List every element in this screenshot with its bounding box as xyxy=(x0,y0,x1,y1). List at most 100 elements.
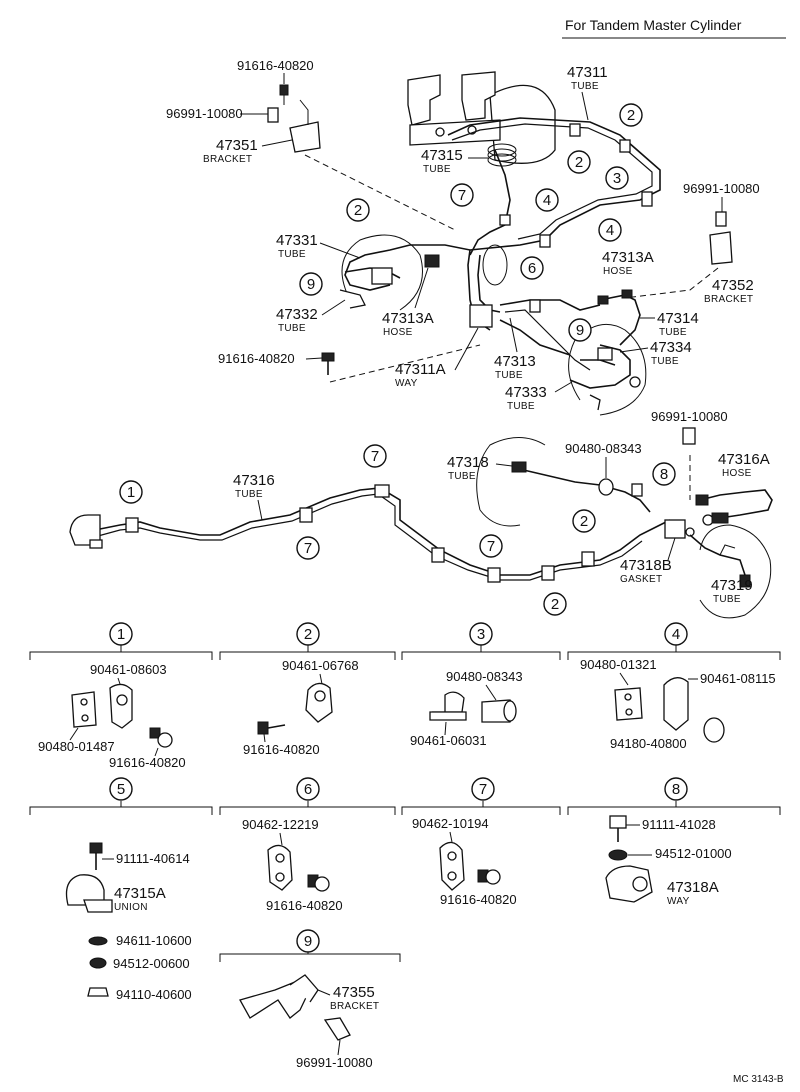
label-47334: 47334 xyxy=(650,339,692,356)
detail-brackets-row1 xyxy=(29,645,781,660)
svg-text:2: 2 xyxy=(627,107,635,124)
corner-code: MC 3143-B xyxy=(733,1074,784,1085)
label-47313a-right-sub: HOSE xyxy=(603,266,633,277)
label-47318b: 47318B xyxy=(620,557,672,574)
svg-text:90462-10194: 90462-10194 xyxy=(412,816,489,831)
svg-text:47315A: 47315A xyxy=(114,885,166,902)
group-circle-6: 6 xyxy=(296,777,320,801)
label-47313-sub: TUBE xyxy=(495,370,523,381)
label-47332-sub: TUBE xyxy=(278,323,306,334)
label-47352: 47352 xyxy=(712,277,754,294)
svg-text:90480-01487: 90480-01487 xyxy=(38,739,115,754)
svg-text:9: 9 xyxy=(307,276,315,293)
detail-group-3: 90480-08343 90461-06031 xyxy=(410,669,523,748)
label-47351-sub: BRACKET xyxy=(203,154,252,165)
right-bracket-47352 xyxy=(709,211,733,265)
label-47311: 47311 xyxy=(567,64,608,81)
leader-dashed-3 xyxy=(624,267,719,299)
svg-text:91616-40820: 91616-40820 xyxy=(109,755,186,770)
label-91616-mid: 91616-40820 xyxy=(218,351,295,366)
svg-text:91111-40614: 91111-40614 xyxy=(116,851,190,866)
label-47318b-sub: GASKET xyxy=(620,574,662,585)
ref-circle-3: 3 xyxy=(605,166,629,190)
label-47311a: 47311A xyxy=(395,361,446,378)
svg-text:8: 8 xyxy=(672,781,680,798)
label-47315: 47315 xyxy=(421,147,463,164)
right-front-wheel-detail xyxy=(568,323,647,416)
ref-circle-4: 4 xyxy=(598,218,622,242)
top-bracket-47351 xyxy=(267,84,321,153)
detail-group-6: 90462-12219 91616-40820 xyxy=(242,817,343,913)
label-47311a-sub: WAY xyxy=(395,378,418,389)
svg-text:47318A: 47318A xyxy=(667,879,719,896)
svg-text:47355: 47355 xyxy=(333,984,375,1001)
ref-circle-2: 2 xyxy=(543,592,567,616)
svg-text:7: 7 xyxy=(371,448,379,465)
ref-circle-2: 2 xyxy=(572,509,596,533)
svg-text:90461-06031: 90461-06031 xyxy=(410,733,487,748)
leader-dashed-1 xyxy=(304,154,456,231)
ref-circle-2: 2 xyxy=(619,103,643,127)
svg-text:7: 7 xyxy=(458,187,466,204)
group-circle-4: 4 xyxy=(664,622,688,646)
label-47316a: 47316A xyxy=(718,451,770,468)
label-91616-top: 91616-40820 xyxy=(237,58,314,73)
label-47316-sub: TUBE xyxy=(235,489,263,500)
svg-text:90461-08115: 90461-08115 xyxy=(700,671,776,686)
svg-text:91616-40820: 91616-40820 xyxy=(440,892,517,907)
detail-brackets-row2 xyxy=(29,801,781,815)
svg-text:91111-41028: 91111-41028 xyxy=(642,817,716,832)
svg-text:90462-12219: 90462-12219 xyxy=(242,817,319,832)
label-47313: 47313 xyxy=(494,353,536,370)
label-47318-sub: TUBE xyxy=(448,471,476,482)
ref-circle-7: 7 xyxy=(296,536,320,560)
svg-text:7: 7 xyxy=(479,781,487,798)
detail-group-4: 90480-01321 90461-08115 94180-40800 xyxy=(580,657,776,751)
svg-text:9: 9 xyxy=(576,322,584,339)
rear-tube-network xyxy=(69,437,773,619)
svg-text:94512-01000: 94512-01000 xyxy=(655,846,732,861)
label-47333: 47333 xyxy=(505,384,547,401)
svg-text:1: 1 xyxy=(127,484,135,501)
label-47318: 47318 xyxy=(447,454,489,471)
svg-text:94110-40600: 94110-40600 xyxy=(116,987,192,1002)
detail-group-2: 90461-06768 91616-40820 xyxy=(243,658,359,757)
detail-group-9: 47355 BRACKET 96991-10080 xyxy=(239,974,379,1070)
label-47313a-right: 47313A xyxy=(602,249,654,266)
svg-text:90480-08343: 90480-08343 xyxy=(446,669,523,684)
svg-text:94611-10600: 94611-10600 xyxy=(116,933,192,948)
ref-circle-6: 6 xyxy=(520,256,544,280)
clip-96991-mid xyxy=(682,427,696,445)
label-47334-sub: TUBE xyxy=(651,356,679,367)
header-title: For Tandem Master Cylinder xyxy=(565,17,742,33)
svg-text:90461-08603: 90461-08603 xyxy=(90,662,167,677)
label-90480-08343-mid: 90480-08343 xyxy=(565,441,642,456)
svg-text:3: 3 xyxy=(613,170,621,187)
svg-text:3: 3 xyxy=(477,626,485,643)
label-96991-right: 96991-10080 xyxy=(683,181,760,196)
svg-text:4: 4 xyxy=(606,222,614,239)
svg-text:BRACKET: BRACKET xyxy=(330,1001,379,1012)
group-circle-1: 1 xyxy=(109,622,133,646)
label-47316a-sub: HOSE xyxy=(722,468,752,479)
label-47314: 47314 xyxy=(657,310,699,327)
callout-labels: 47311 TUBE 91616-40820 96991-10080 47351… xyxy=(166,58,770,605)
label-47332: 47332 xyxy=(276,306,318,323)
svg-text:2: 2 xyxy=(575,154,583,171)
svg-text:6: 6 xyxy=(304,781,312,798)
label-47313a-left-sub: HOSE xyxy=(383,327,413,338)
ref-circle-8: 8 xyxy=(652,462,676,486)
ref-circle-2: 2 xyxy=(346,198,370,222)
ref-circle-7: 7 xyxy=(450,183,474,207)
bolt-91616-mid xyxy=(321,352,335,375)
label-47352-sub: BRACKET xyxy=(704,294,753,305)
svg-text:2: 2 xyxy=(354,202,362,219)
svg-text:9: 9 xyxy=(304,933,312,950)
detail-group-7: 90462-10194 91616-40820 xyxy=(412,816,517,907)
ref-circle-7: 7 xyxy=(479,534,503,558)
ref-circle-9: 9 xyxy=(568,318,592,342)
ref-circle-7: 7 xyxy=(363,444,387,468)
svg-text:6: 6 xyxy=(528,260,536,277)
